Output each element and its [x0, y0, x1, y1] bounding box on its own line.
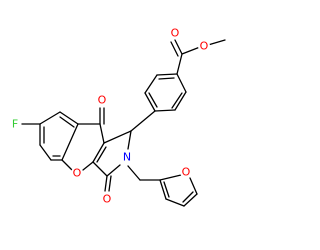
bond-benzene-2-inner	[171, 92, 183, 109]
bond-carbonyl-o-double-a	[174, 39, 183, 55]
bond-c9a-c9	[99, 123, 105, 144]
bond-carbonyl-o-double-b	[170, 41, 179, 57]
svg-text:N: N	[123, 151, 131, 164]
svg-text:O: O	[171, 27, 180, 40]
bond-c6-c5	[39, 144, 52, 161]
bond-lactam-o-a	[104, 175, 108, 192]
svg-text:O: O	[182, 166, 191, 179]
atom-fluorine: F	[9, 118, 21, 131]
bond-lactam-o-b	[108, 175, 112, 192]
bond-benzene-3	[154, 109, 176, 112]
bond-c3a-o	[82, 161, 94, 171]
atom-o-pyran: O	[71, 167, 83, 180]
bond-c4a-c8a	[61, 123, 79, 161]
bond-methyl-o	[207, 39, 226, 46]
bond-furan-4	[189, 177, 198, 195]
svg-text:O: O	[98, 94, 107, 107]
bonds	[21, 39, 226, 207]
atom-labels: O O F O N O O	[9, 27, 210, 206]
bond-benzene-6-inner	[158, 77, 175, 80]
atom-o-ketone: O	[96, 94, 108, 107]
svg-text:O: O	[200, 40, 209, 53]
bond-furan-3	[183, 193, 198, 207]
bond-furan-1-inner	[163, 181, 170, 198]
molecule-canvas: O O F O N O O	[9, 26, 226, 207]
bond-benzene-5	[144, 74, 158, 94]
atom-o-lactam: O	[101, 193, 113, 206]
bond-aryl-ch	[130, 110, 156, 132]
bond-c8-c7	[39, 111, 61, 125]
bond-benzene-6	[156, 73, 178, 76]
svg-text:O: O	[103, 193, 112, 206]
bond-carbonyl-ring	[176, 53, 183, 75]
bond-c3a-c9a	[92, 142, 105, 163]
bond-n-co	[106, 164, 121, 177]
bond-c8a-c8-inner	[59, 116, 75, 128]
bond-furan-2	[165, 198, 185, 207]
svg-text:O: O	[73, 167, 82, 180]
bond-furan-5	[159, 174, 182, 181]
bond-benzene-2	[174, 91, 187, 111]
bond-furan-3-inner	[182, 191, 194, 203]
bond-benzene-4-inner	[148, 92, 158, 108]
atom-o-ester-carbonyl: O	[169, 27, 181, 40]
bond-o-c4a	[61, 159, 73, 171]
atom-o-furan: O	[180, 166, 192, 179]
bond-o-carbonyl	[181, 46, 201, 55]
bond-n-ch2	[127, 165, 141, 181]
svg-text:F: F	[12, 118, 18, 131]
bond-c9a-ch	[103, 130, 132, 144]
bond-benzene-1	[176, 73, 187, 93]
atom-o-ester-ether: O	[198, 40, 210, 53]
bond-c3a-c9a-inner	[96, 146, 107, 163]
bond-ch-n	[127, 130, 132, 150]
bond-c8a-c8	[59, 111, 79, 125]
atom-nitrogen: N	[121, 151, 133, 164]
molecule-structure: O O F O N O O	[9, 26, 226, 207]
bond-co-c3a	[92, 161, 108, 177]
bond-benzene-4	[144, 92, 156, 112]
bond-furan-1	[159, 179, 167, 200]
